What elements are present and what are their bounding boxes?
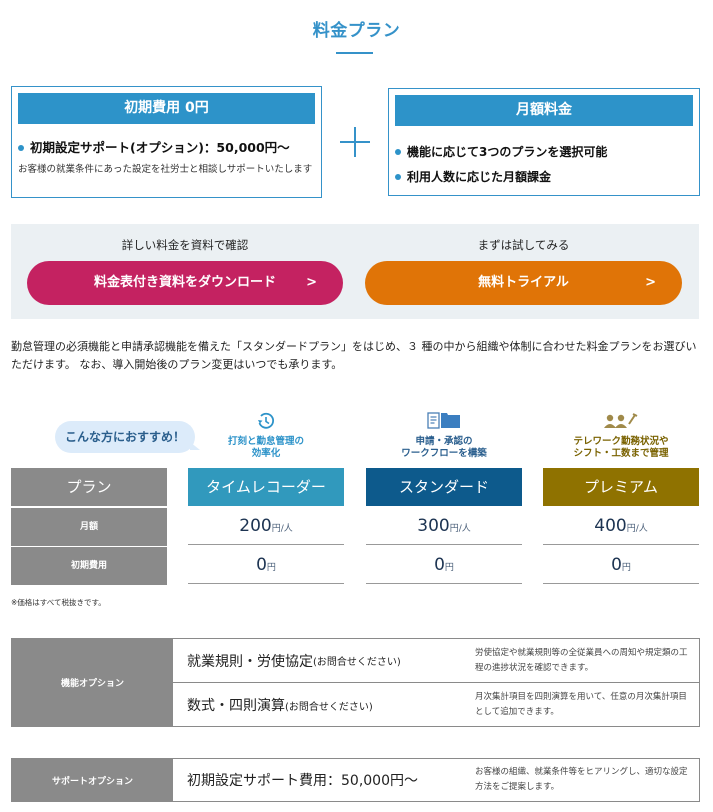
row-label-initial: 初期費用 xyxy=(11,547,167,585)
cta-panel: 詳しい料金を資料で確認 まずは試してみる 料金表付き資料をダウンロード > 無料… xyxy=(11,224,699,319)
bullet-dot-icon xyxy=(395,173,401,180)
document-folder-icon xyxy=(427,412,460,429)
plan-header-timerecorder: タイムレコーダー xyxy=(188,468,344,506)
team-tools-icon xyxy=(604,413,638,428)
option-row: 初期設定サポート費用：50,000円～ お客様の組織、就業条件等をヒアリングし、… xyxy=(173,759,700,801)
download-brochure-button[interactable]: 料金表付き資料をダウンロード > xyxy=(27,261,343,305)
option-row: 就業規則・労使協定(お問合せください) 労使協定や就業規則等の全従業員への周知や… xyxy=(173,639,700,683)
trial-caption: まずは試してみる xyxy=(477,238,570,252)
chevron-right-icon: > xyxy=(645,275,656,290)
page-title: 料金プラン xyxy=(312,21,401,41)
price-cell: 200円/人 xyxy=(188,507,344,545)
price-cell: 300円/人 xyxy=(366,507,522,545)
initial-fee-title: 初期費用 0円 xyxy=(18,93,315,124)
plus-icon xyxy=(340,127,370,157)
chevron-right-icon: > xyxy=(306,275,317,290)
option-description: 月次集計項目を四則演算を用いて、任意の月次集計項目として追加できます。 xyxy=(475,692,687,717)
option-description: お客様の組織、就業条件等をヒアリングし、適切な設定方法をご提案します。 xyxy=(475,767,688,792)
plan-header-premium: プレミアム xyxy=(543,468,699,506)
download-caption: 詳しい料金を資料で確認 xyxy=(121,238,249,252)
price-cell: 400円/人 xyxy=(543,507,699,545)
option-name: 数式・四則演算(お問合せください) xyxy=(187,698,373,714)
bullet-dot-icon xyxy=(18,144,24,151)
recommend-bubble: こんな方におすすめ！ xyxy=(55,421,200,453)
monthly-fee-box: 月額料金 機能に応じて3つのプランを選択可能 利用人数に応じた月額課金 xyxy=(388,88,700,196)
monthly-fee-bullet: 機能に応じて3つのプランを選択可能 xyxy=(395,143,607,160)
download-button-label: 料金表付き資料をダウンロード xyxy=(93,275,276,290)
option-description: 労使協定や就業規則等の全従業員への周知や規定類の工程の進捗状況を確認できます。 xyxy=(475,647,688,673)
support-options-label: サポートオプション xyxy=(12,759,173,801)
trial-button-label: 無料トライアル xyxy=(478,275,569,290)
clock-history-icon xyxy=(258,412,275,429)
plan-feature-timerecorder: 打刻と勤怠管理の 効率化 xyxy=(188,412,344,460)
price-cell: 0円 xyxy=(188,546,344,584)
title-underline xyxy=(336,52,373,54)
bullet-dot-icon xyxy=(395,148,401,155)
option-name: 初期設定サポート費用：50,000円～ xyxy=(187,773,418,789)
plan-header-standard: スタンダード xyxy=(366,468,522,506)
price-cell: 0円 xyxy=(543,546,699,584)
plan-feature-premium: テレワーク勤務状況や シフト・工数まで管理 xyxy=(543,412,699,460)
tax-note: ※価格はすべて税抜きです。 xyxy=(11,598,106,607)
monthly-fee-title: 月額料金 xyxy=(395,95,693,126)
plan-row-header: プラン xyxy=(11,468,167,506)
price-cell: 0円 xyxy=(366,546,522,584)
free-trial-button[interactable]: 無料トライアル > xyxy=(365,261,682,305)
initial-fee-note: お客様の就業条件にあった設定を社労士と相談しサポートいたします xyxy=(18,164,313,175)
plan-feature-standard: 申請・承認の ワークフローを構築 xyxy=(366,412,522,460)
initial-fee-box: 初期費用 0円 初期設定サポート(オプション)：50,000円～ お客様の就業条… xyxy=(11,86,322,198)
monthly-fee-bullet: 利用人数に応じた月額課金 xyxy=(395,168,551,185)
function-options-label: 機能オプション xyxy=(12,639,173,726)
support-options-table: サポートオプション 初期設定サポート費用：50,000円～ お客様の組織、就業条… xyxy=(11,758,700,802)
option-name: 就業規則・労使協定(お問合せください) xyxy=(187,653,401,670)
row-label-monthly: 月額 xyxy=(11,508,167,546)
function-options-table: 機能オプション 就業規則・労使協定(お問合せください) 労使協定や就業規則等の全… xyxy=(11,638,700,727)
intro-text: 勤怠管理の必須機能と申請承認機能を備えた「スタンダードプラン」をはじめ、３ 種の… xyxy=(11,340,697,371)
option-row: 数式・四則演算(お問合せください) 月次集計項目を四則演算を用いて、任意の月次集… xyxy=(173,683,700,727)
initial-fee-bullet: 初期設定サポート(オプション)：50,000円～ xyxy=(18,137,290,156)
